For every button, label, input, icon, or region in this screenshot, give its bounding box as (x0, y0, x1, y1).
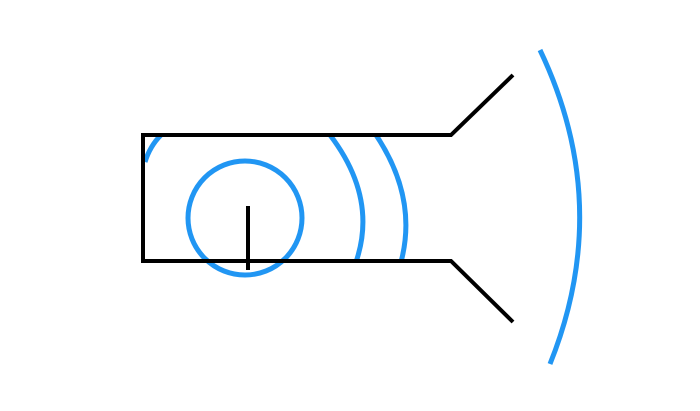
horn-top-edge (141, 73, 515, 324)
wavefront-arc-2 (373, 133, 409, 263)
wavefront-arc-left (142, 133, 163, 163)
source-wavefront-circle (185, 158, 305, 278)
wavefront-arc-outer (537, 48, 583, 365)
wavefront-arc-1 (328, 133, 366, 263)
